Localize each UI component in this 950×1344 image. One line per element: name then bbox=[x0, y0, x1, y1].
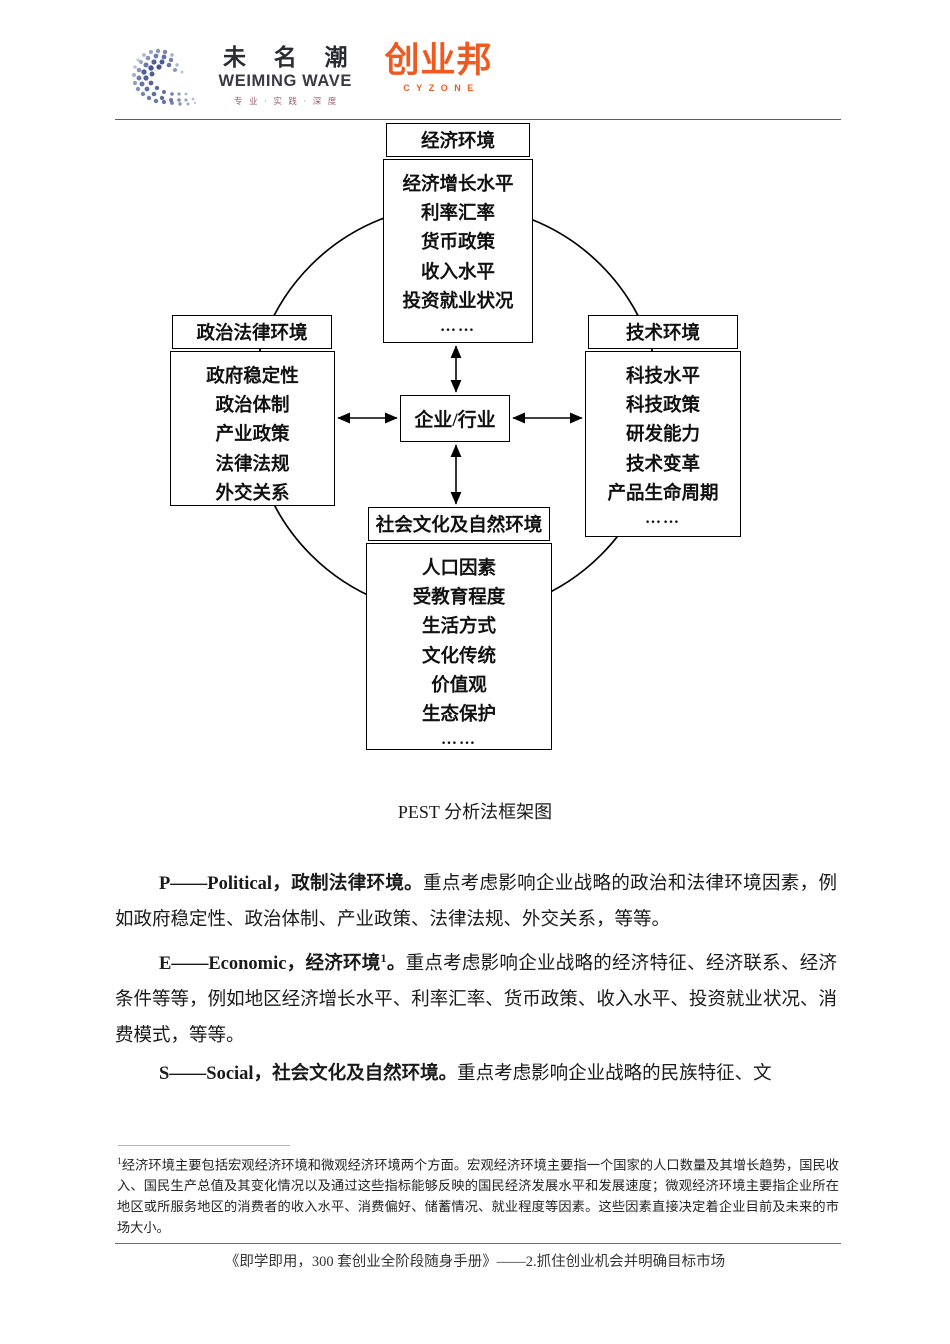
footnote-reference[interactable]: 1 bbox=[380, 951, 387, 965]
technological-title-label: 技术环境 bbox=[625, 324, 700, 344]
technological-items-box: 科技水平 科技政策 研发能力 技术变革 产品生命周期 …… bbox=[585, 351, 741, 537]
logo-chinese-name: 未 名 潮 bbox=[223, 45, 359, 70]
figure-caption: PEST 分析法框架图 bbox=[397, 802, 553, 822]
economic-title-box: 经济环境 bbox=[386, 123, 530, 157]
logo-slogan: 专 业 · 实 践 · 深 度 bbox=[233, 95, 339, 106]
pest-framework-diagram: 经济环境 经济增长水平 利率汇率 货币政策 收入水平 投资就业状况 …… 政治法… bbox=[0, 120, 950, 780]
political-title-label: 政治法律环境 bbox=[196, 324, 308, 344]
page-footer: 《即学即用，300 套创业全阶段随身手册》——2.抓住创业机会并明确目标市场 bbox=[224, 1254, 726, 1270]
list-item: 科技政策 bbox=[625, 396, 700, 417]
economic-items-box: 经济增长水平 利率汇率 货币政策 收入水平 投资就业状况 …… bbox=[383, 159, 533, 343]
list-item: 投资就业状况 bbox=[402, 291, 514, 312]
ellipsis: …… bbox=[441, 731, 477, 749]
social-title-box: 社会文化及自然环境 bbox=[368, 507, 550, 541]
weiming-wave-logo: 未 名 潮 WEIMING WAVE 专 业 · 实 践 · 深 度 创业邦 C… bbox=[128, 42, 493, 107]
cyzone-english-name: CYZONE bbox=[403, 83, 480, 93]
cyzone-logo: 创业邦 CYZONE bbox=[384, 41, 493, 94]
list-item: 产品生命周期 bbox=[607, 483, 719, 504]
center-entity-label: 企业/行业 bbox=[414, 410, 496, 431]
social-items-box: 人口因素 受教育程度 生活方式 文化传统 价值观 生态保护 …… bbox=[366, 543, 552, 750]
list-item: 生活方式 bbox=[421, 617, 496, 638]
list-item: 利率汇率 bbox=[420, 204, 495, 225]
paragraph-lead: P——Political，政制法律环境。 bbox=[159, 874, 424, 894]
paragraph-text: 重点考虑影响企业战略的民族特征、文 bbox=[457, 1064, 772, 1085]
body-content: P——Political，政制法律环境。重点考虑影响企业战略的政治和法律环境因素… bbox=[115, 866, 837, 1094]
list-item: 价值观 bbox=[431, 675, 487, 696]
weiming-wordmark: 未 名 潮 WEIMING WAVE 专 业 · 实 践 · 深 度 bbox=[212, 45, 359, 107]
list-item: 货币政策 bbox=[420, 233, 495, 254]
economic-title-label: 经济环境 bbox=[420, 132, 495, 152]
logo-english-name: WEIMING WAVE bbox=[218, 72, 352, 91]
list-item: 科技水平 bbox=[625, 367, 700, 387]
list-item: 文化传统 bbox=[421, 646, 496, 667]
technological-title-box: 技术环境 bbox=[588, 315, 738, 349]
footnote-marker: 1 bbox=[117, 1157, 122, 1167]
footnote-text: 经济环境主要包括宏观经济环境和微观经济环境两个方面。宏观经济环境主要指一个国家的… bbox=[117, 1157, 839, 1236]
list-item: 政府稳定性 bbox=[206, 367, 299, 387]
list-item: 收入水平 bbox=[420, 262, 495, 283]
paragraph-lead-tail: 。 bbox=[386, 954, 406, 975]
social-title-label: 社会文化及自然环境 bbox=[375, 516, 543, 536]
header-divider bbox=[115, 119, 841, 120]
list-item: 产业政策 bbox=[215, 425, 290, 446]
cyzone-chinese-name: 创业邦 bbox=[384, 41, 493, 81]
footnote-divider bbox=[118, 1145, 290, 1146]
paragraph-social: S——Social，社会文化及自然环境。重点考虑影响企业战略的民族特征、文 bbox=[115, 1056, 837, 1092]
list-item: 人口因素 bbox=[421, 559, 496, 579]
paragraph-lead: S——Social，社会文化及自然环境。 bbox=[159, 1064, 458, 1085]
wave-swirl-icon bbox=[132, 48, 197, 106]
list-item: 政治体制 bbox=[215, 396, 290, 417]
page-header: 未 名 潮 WEIMING WAVE 专 业 · 实 践 · 深 度 创业邦 C… bbox=[0, 0, 950, 120]
ellipsis: …… bbox=[440, 318, 476, 336]
paragraph-lead: E——Economic，经济环境 bbox=[159, 954, 381, 975]
footer-divider bbox=[115, 1243, 841, 1244]
paragraph-text: 重点考虑影响企业战略的经济特征、经济联系、经济条件等等，例如地区经济增长水平、利… bbox=[115, 954, 837, 1047]
footnote-block: 1经济环境主要包括宏观经济环境和微观经济环境两个方面。宏观经济环境主要指一个国家… bbox=[117, 1152, 839, 1238]
list-item: 研发能力 bbox=[625, 425, 700, 446]
center-entity-box: 企业/行业 bbox=[400, 395, 510, 442]
list-item: 受教育程度 bbox=[412, 588, 506, 609]
list-item: 外交关系 bbox=[215, 483, 290, 504]
paragraph-political: P——Political，政制法律环境。重点考虑影响企业战略的政治和法律环境因素… bbox=[115, 866, 837, 938]
paragraph-economic: E——Economic，经济环境1。重点考虑影响企业战略的经济特征、经济联系、经… bbox=[115, 940, 837, 1054]
list-item: 生态保护 bbox=[421, 705, 496, 726]
paragraph-text: 重点考虑影响企业战略的政治和法律环境因素，例如政府稳定性、政治体制、产业政策、法… bbox=[115, 874, 837, 930]
list-item: 技术变革 bbox=[625, 454, 700, 475]
list-item: 经济增长水平 bbox=[402, 175, 514, 195]
ellipsis: …… bbox=[645, 510, 681, 528]
list-item: 法律法规 bbox=[215, 454, 290, 475]
political-items-box: 政府稳定性 政治体制 产业政策 法律法规 外交关系 bbox=[170, 351, 335, 506]
political-title-box: 政治法律环境 bbox=[172, 315, 332, 349]
